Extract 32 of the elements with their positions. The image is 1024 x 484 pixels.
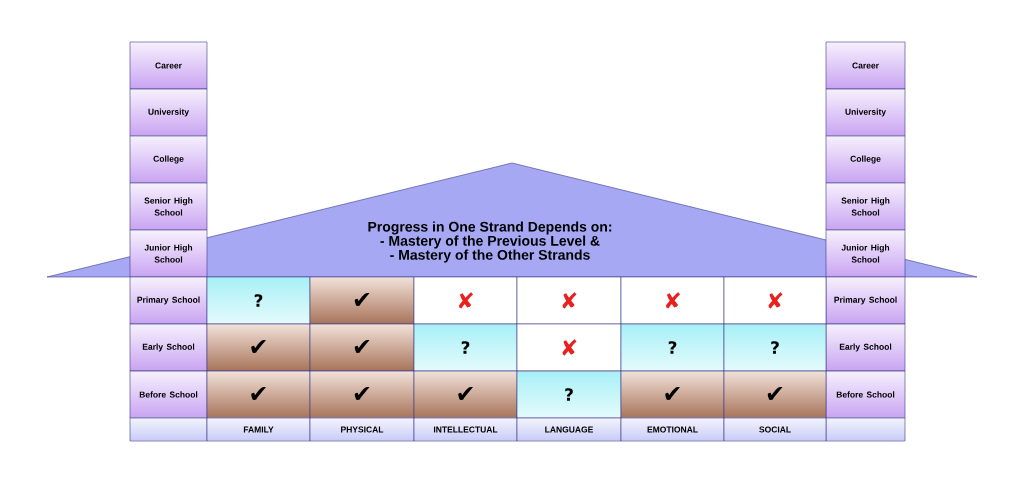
question-mark-cell: ? [723, 323, 827, 372]
strand-label: PHYSICAL [309, 417, 415, 442]
level-box: Senior High School [825, 182, 906, 231]
strand-label: LANGUAGE [516, 417, 622, 442]
question-mark-cell: ? [206, 276, 311, 325]
level-box: Career [129, 41, 208, 90]
level-box: Early School [825, 323, 906, 372]
blank-box [129, 417, 208, 442]
level-box: University [129, 88, 208, 137]
level-box: Career [825, 41, 906, 90]
level-box: University [825, 88, 906, 137]
question-mark-cell: ? [620, 323, 725, 372]
blank-box [825, 417, 906, 442]
check-mark-cell: ✔ [309, 323, 415, 372]
check-mark-cell: ✔ [309, 276, 415, 325]
cross-mark-cell: ✘ [413, 276, 518, 325]
cross-mark-cell: ✘ [723, 276, 827, 325]
level-box: Senior High School [129, 182, 208, 231]
cross-mark-cell: ✘ [620, 276, 725, 325]
strand-label: INTELLECTUAL [413, 417, 518, 442]
strand-label: SOCIAL [723, 417, 827, 442]
strand-label: FAMILY [206, 417, 311, 442]
strand-label: EMOTIONAL [620, 417, 725, 442]
cross-mark-cell: ✘ [516, 276, 622, 325]
cross-mark-cell: ✘ [516, 323, 622, 372]
check-mark-cell: ✔ [206, 323, 311, 372]
level-box: Early School [129, 323, 208, 372]
level-box: Primary School [825, 276, 906, 325]
level-box: Primary School [129, 276, 208, 325]
level-box: College [825, 135, 906, 184]
level-box: College [129, 135, 208, 184]
question-mark-cell: ? [413, 323, 518, 372]
